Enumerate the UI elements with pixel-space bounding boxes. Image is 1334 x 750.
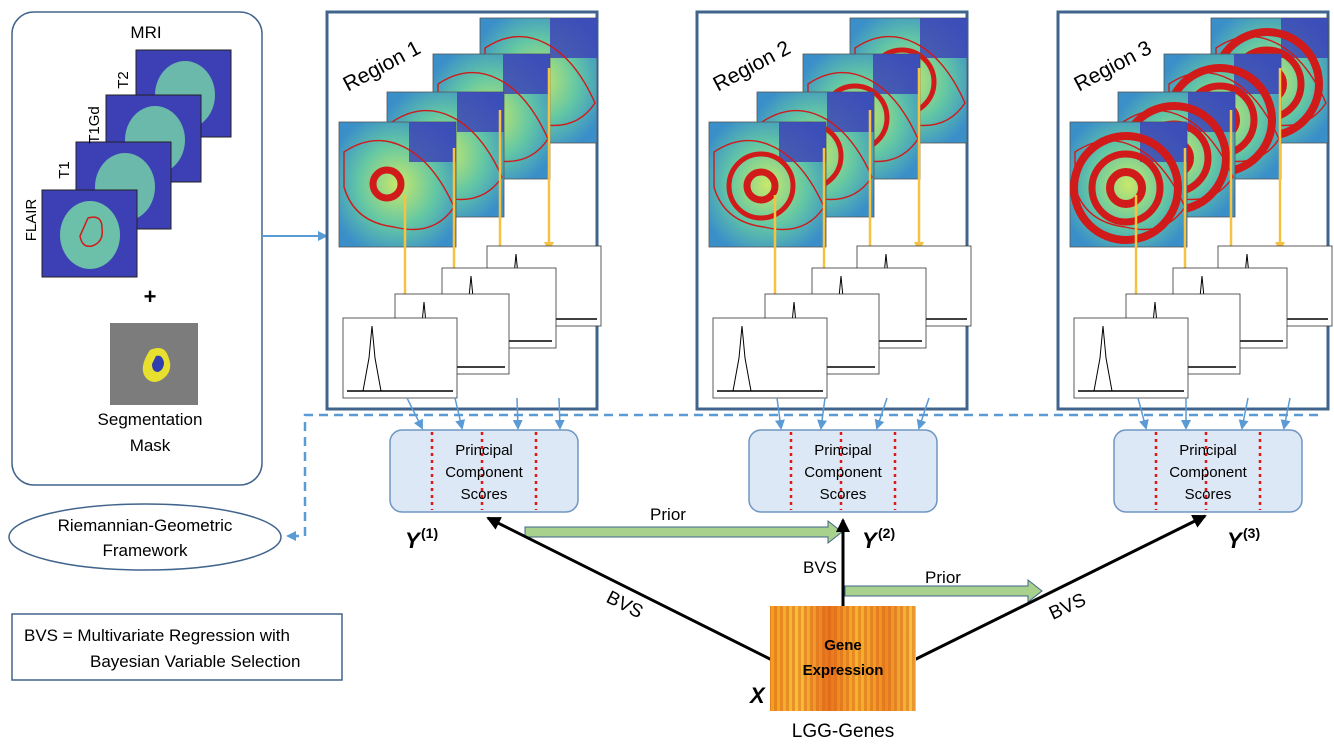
modality-label-t1: T1 bbox=[56, 161, 73, 179]
histogram-to-pc-arrow bbox=[874, 397, 888, 430]
scan-dark-corner bbox=[827, 92, 874, 132]
histogram-to-pc-arrow bbox=[512, 397, 523, 430]
histogram bbox=[1073, 317, 1189, 399]
histogram-peak bbox=[362, 325, 382, 392]
histogram-frame bbox=[1073, 317, 1189, 399]
prior-arrow-2 bbox=[844, 578, 1043, 604]
modality-label-t2: T2 bbox=[115, 71, 132, 89]
pc-label-pc_line1: Principal bbox=[1179, 442, 1237, 459]
histogram-peak bbox=[1093, 325, 1113, 392]
scan-dark-corner bbox=[920, 18, 967, 58]
gene-label-line2: Expression bbox=[803, 662, 884, 679]
plus-sign: + bbox=[144, 284, 157, 309]
pc-label-pc_line3: Scores bbox=[820, 486, 867, 503]
gene-expression-heatmap: Gene Expression bbox=[770, 606, 916, 711]
pc-label-pc_line2: Component bbox=[445, 464, 523, 481]
bvs-arrow-1 bbox=[486, 516, 773, 662]
mask-segment-blue bbox=[152, 355, 164, 372]
prior-label-1: Prior bbox=[650, 505, 686, 524]
histogram-to-pc-arrow bbox=[1280, 397, 1291, 430]
region-panel-3: Region 3 bbox=[1056, 10, 1333, 430]
mask-label-line1: Segmentation bbox=[98, 410, 203, 429]
genes-caption: LGG-Genes bbox=[792, 721, 894, 742]
pc-label-pc_line1: Principal bbox=[814, 442, 872, 459]
y-superscript-2: (2) bbox=[878, 525, 895, 541]
gene-label-line1: Gene bbox=[824, 637, 862, 654]
histogram bbox=[712, 317, 828, 399]
framework-line1: Riemannian-Geometric bbox=[58, 516, 233, 535]
pc-label-pc_line3: Scores bbox=[1185, 486, 1232, 503]
scan-slice bbox=[1069, 121, 1188, 248]
y-superscript-1: (1) bbox=[421, 525, 438, 541]
histogram-frame bbox=[712, 317, 828, 399]
mri-stack bbox=[41, 49, 232, 278]
mask-label-line2: Mask bbox=[130, 436, 171, 455]
y-label-1: Y bbox=[405, 528, 422, 553]
pc-box bbox=[389, 429, 579, 513]
y-superscript-3: (3) bbox=[1243, 525, 1260, 541]
histogram-peak bbox=[732, 325, 752, 392]
pc-label-pc_line3: Scores bbox=[461, 486, 508, 503]
histogram-to-pc-arrow bbox=[554, 397, 565, 430]
legend-line2: Bayesian Variable Selection bbox=[90, 652, 300, 671]
prior-arrow-1 bbox=[524, 519, 843, 545]
flair-tumor-contour bbox=[79, 216, 104, 248]
regions-layer: Region 1PrincipalComponentScoresY(1)Regi… bbox=[325, 10, 1333, 553]
y-label-3: Y bbox=[1227, 528, 1244, 553]
modality-label-flair: FLAIR bbox=[23, 199, 40, 242]
framework-dashed-link bbox=[286, 413, 1318, 541]
histogram-to-pc-arrow bbox=[916, 397, 930, 430]
histogram-to-pc-arrow bbox=[1238, 397, 1249, 430]
histogram-to-pc-arrow bbox=[817, 397, 828, 430]
legend-box bbox=[11, 613, 343, 681]
region-ring bbox=[369, 166, 405, 202]
region-ring bbox=[1070, 132, 1182, 244]
pc-label-pc_line1: Principal bbox=[455, 442, 513, 459]
scan-dark-corner bbox=[873, 54, 920, 94]
gene-heatmap-stripes bbox=[770, 606, 916, 711]
x-symbol: X bbox=[748, 683, 766, 708]
bvs-label-3: BVS bbox=[1046, 589, 1089, 624]
modality-label-t1gd: T1Gd bbox=[86, 106, 103, 144]
histogram bbox=[342, 317, 458, 399]
framework-ellipse bbox=[8, 503, 282, 571]
scan-dark-corner bbox=[503, 54, 550, 94]
brain-flair bbox=[60, 201, 120, 269]
y-label-2: Y bbox=[862, 528, 879, 553]
bvs-arrow-3 bbox=[913, 514, 1207, 662]
pc-label-pc_line2: Component bbox=[804, 464, 882, 481]
region-panel-1: Region 1 bbox=[325, 10, 602, 430]
pc-label-pc_line2: Component bbox=[1169, 464, 1247, 481]
prior-label-2: Prior bbox=[925, 568, 961, 587]
scan-slice bbox=[708, 121, 827, 248]
histogram-to-pc-arrow bbox=[1137, 397, 1149, 430]
histogram-to-pc-arrow bbox=[774, 397, 785, 430]
region-ring bbox=[726, 151, 796, 221]
region-ring bbox=[1106, 168, 1146, 208]
input-panel: MRI T2 T1Gd T1 FLAIR + Segmentation Mask bbox=[11, 11, 263, 486]
bvs-label-2: BVS bbox=[803, 558, 837, 577]
histogram-to-pc-arrow bbox=[406, 397, 423, 430]
region-ring bbox=[1088, 150, 1164, 226]
histogram-frame bbox=[342, 317, 458, 399]
scan-slice bbox=[338, 121, 457, 248]
histogram-to-pc-arrow bbox=[454, 397, 466, 430]
scan-dark-corner bbox=[457, 92, 504, 132]
scan-dark-corner bbox=[409, 122, 456, 162]
mri-label: MRI bbox=[130, 23, 161, 42]
region-ring bbox=[743, 168, 779, 204]
framework-line2: Framework bbox=[102, 541, 188, 560]
scan-dark-corner bbox=[779, 122, 826, 162]
pc-box bbox=[748, 429, 938, 513]
legend-line1: BVS = Multivariate Regression with bbox=[24, 626, 290, 645]
pc-box bbox=[1113, 429, 1303, 513]
region-panel-2: Region 2 bbox=[695, 10, 972, 430]
scan-dark-corner bbox=[550, 18, 597, 58]
